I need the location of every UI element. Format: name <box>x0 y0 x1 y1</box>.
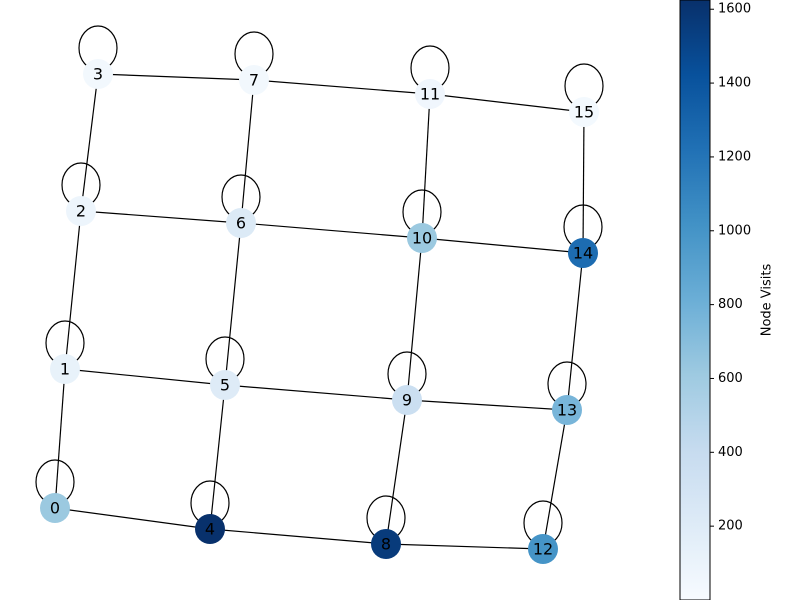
node-8: 8 <box>371 529 401 559</box>
edge-5-6 <box>224 222 242 386</box>
edge-8-12 <box>385 543 544 550</box>
node-2: 2 <box>66 196 96 226</box>
node-label-14: 14 <box>573 244 593 263</box>
edge-10-11 <box>421 93 431 239</box>
node-circle-15 <box>569 97 599 127</box>
node-15: 15 <box>569 97 599 127</box>
node-4: 4 <box>195 514 225 544</box>
colorbar-ticks: 200 400 600 800 1000 1200 1400 1600 <box>710 2 751 534</box>
node-circle-9 <box>392 385 422 415</box>
edge-5-9 <box>224 384 408 401</box>
colorbar-tick-label-400: 400 <box>718 445 743 460</box>
node-circle-14 <box>568 238 598 268</box>
node-5: 5 <box>210 370 240 400</box>
node-3: 3 <box>83 59 113 89</box>
edge-0-4 <box>54 507 211 530</box>
edge-11-15 <box>429 93 585 113</box>
node-7: 7 <box>239 65 269 95</box>
node-14: 14 <box>568 238 598 268</box>
edge-6-10 <box>240 222 423 239</box>
node-circle-2 <box>66 196 96 226</box>
edge-1-2 <box>64 210 82 370</box>
node-label-0: 0 <box>50 499 60 518</box>
node-label-13: 13 <box>557 401 577 420</box>
colorbar-tick-label-1200: 1200 <box>718 149 751 164</box>
node-label-9: 9 <box>402 391 412 410</box>
edge-8-9 <box>385 399 408 545</box>
edge-9-10 <box>406 237 423 401</box>
node-label-15: 15 <box>574 103 594 122</box>
edge-1-5 <box>64 368 226 386</box>
colorbar-tick-label-1400: 1400 <box>718 76 751 91</box>
edge-2-6 <box>80 210 242 224</box>
colorbar: 200 400 600 800 1000 1200 1400 1600 Node Visits <box>679 0 775 600</box>
edge-3-7 <box>97 73 255 81</box>
node-circle-1 <box>50 354 80 384</box>
edge-0-1 <box>54 368 66 509</box>
colorbar-tick-label-1600: 1600 <box>718 2 751 17</box>
edge-9-13 <box>406 399 568 411</box>
edge-7-11 <box>253 79 431 95</box>
colorbar-title: Node Visits <box>760 264 775 337</box>
node-label-3: 3 <box>93 65 103 84</box>
edge-4-5 <box>209 384 226 530</box>
node-label-12: 12 <box>533 540 553 559</box>
node-circle-4 <box>195 514 225 544</box>
colorbar-tick-label-600: 600 <box>718 371 743 386</box>
node-circle-5 <box>210 370 240 400</box>
node-circle-0 <box>40 493 70 523</box>
node-13: 13 <box>552 395 582 425</box>
node-label-7: 7 <box>249 71 259 90</box>
node-circle-10 <box>407 223 437 253</box>
edge-14-15 <box>582 111 585 254</box>
node-circle-8 <box>371 529 401 559</box>
node-label-5: 5 <box>220 376 230 395</box>
node-9: 9 <box>392 385 422 415</box>
edge-10-14 <box>421 237 584 254</box>
edge-12-13 <box>542 409 568 550</box>
node-circle-3 <box>83 59 113 89</box>
node-circle-12 <box>528 534 558 564</box>
node-1: 1 <box>50 354 80 384</box>
node-label-11: 11 <box>420 85 440 104</box>
edge-6-7 <box>240 79 255 224</box>
node-6: 6 <box>226 208 256 238</box>
colorbar-tick-label-1000: 1000 <box>718 223 751 238</box>
node-label-10: 10 <box>412 229 432 248</box>
node-label-4: 4 <box>205 520 215 539</box>
node-circle-6 <box>226 208 256 238</box>
node-0: 0 <box>40 493 70 523</box>
node-11: 11 <box>415 79 445 109</box>
node-label-2: 2 <box>76 202 86 221</box>
edge-13-14 <box>566 252 584 411</box>
node-label-8: 8 <box>381 535 391 554</box>
edge-4-8 <box>209 528 387 545</box>
node-label-6: 6 <box>236 214 246 233</box>
edge-2-3 <box>80 73 99 212</box>
node-circle-11 <box>415 79 445 109</box>
node-circle-13 <box>552 395 582 425</box>
node-10: 10 <box>407 223 437 253</box>
colorbar-tick-label-200: 200 <box>718 519 743 534</box>
colorbar-gradient <box>679 0 711 600</box>
node-12: 12 <box>528 534 558 564</box>
edges-layer <box>54 73 585 550</box>
node-label-1: 1 <box>60 360 70 379</box>
node-circle-7 <box>239 65 269 95</box>
colorbar-tick-label-800: 800 <box>718 297 743 312</box>
